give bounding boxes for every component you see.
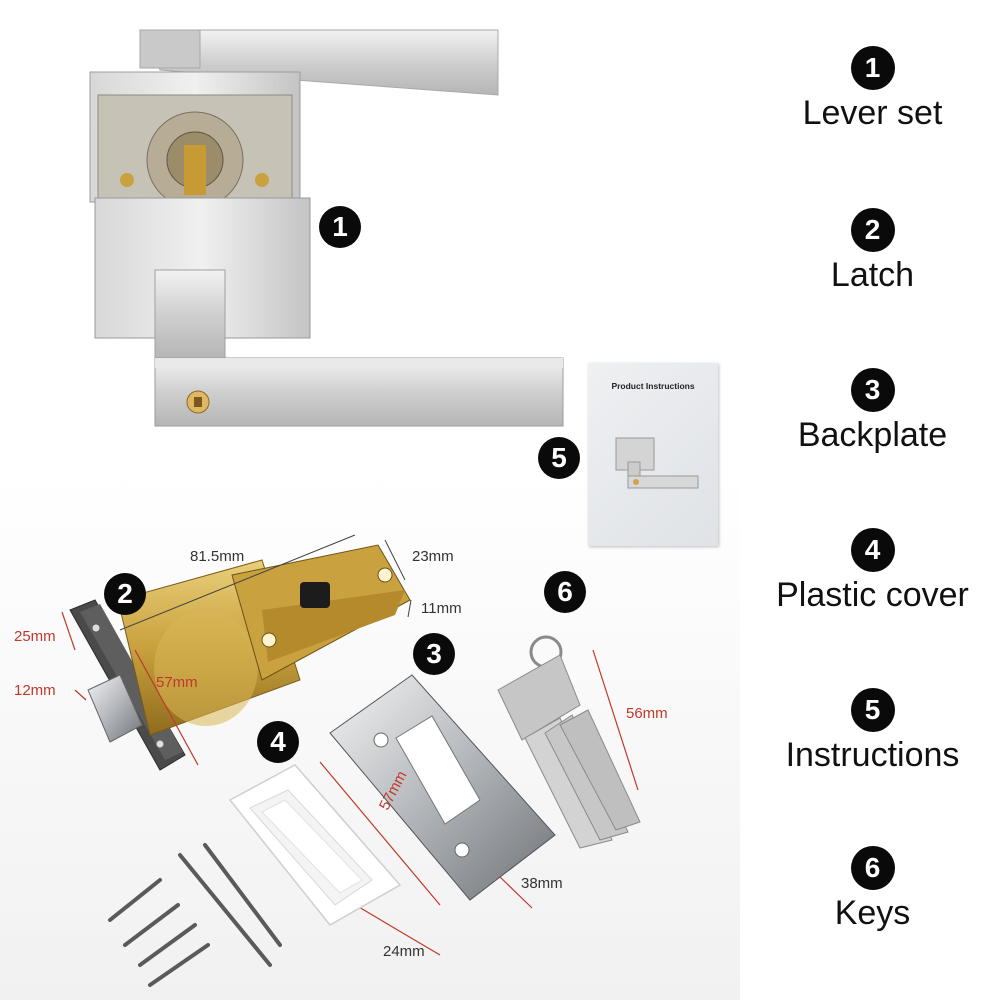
badge-keys: 6 xyxy=(544,571,586,613)
badge-lever-set: 1 xyxy=(319,206,361,248)
legend-item-lever-set: 1 Lever set xyxy=(755,46,990,133)
dim-cover-width: 24mm xyxy=(383,943,425,960)
legend-item-backplate: 3 Backplate xyxy=(755,368,990,455)
legend-label: Instructions xyxy=(785,736,960,774)
legend-item-keys: 6 Keys xyxy=(755,846,990,933)
latch xyxy=(69,544,411,771)
dim-latch-depth: 11mm xyxy=(421,600,462,617)
legend-label: Plastic cover xyxy=(776,576,969,614)
dim-bolt-height: 12mm xyxy=(14,682,56,699)
keys xyxy=(497,635,641,849)
dim-latch-length: 81.5mm xyxy=(190,548,245,565)
legend-label: Latch xyxy=(830,256,915,294)
legend-item-plastic-cover: 4 Plastic cover xyxy=(755,528,990,615)
dim-key-length: 56mm xyxy=(626,705,668,722)
legend-item-instructions: 5 Instructions xyxy=(755,688,990,775)
latch-dimension-lines xyxy=(119,534,412,631)
legend-item-latch: 2 Latch xyxy=(755,208,990,295)
badge-backplate: 3 xyxy=(413,633,455,675)
plastic-cover xyxy=(228,764,402,926)
backplate xyxy=(329,674,556,901)
dim-backplate-width: 38mm xyxy=(521,875,563,892)
legend-number: 1 xyxy=(850,46,895,90)
dim-backset: 57mm xyxy=(156,674,198,691)
legend-number: 5 xyxy=(850,688,895,732)
legend-number: 6 xyxy=(850,846,895,890)
legend-label: Lever set xyxy=(802,94,943,132)
badge-plastic-cover: 4 xyxy=(257,721,299,763)
legend-number: 3 xyxy=(850,368,895,412)
instructions-card-image xyxy=(615,437,699,489)
legend-label: Keys xyxy=(834,894,911,932)
screws xyxy=(108,843,282,987)
dim-faceplate-width: 25mm xyxy=(14,628,56,645)
lever-set xyxy=(89,29,564,427)
instructions-card: Product Instructions xyxy=(588,363,718,546)
legend-number: 2 xyxy=(850,208,895,252)
legend-number: 4 xyxy=(850,528,895,572)
instructions-card-title: Product Instructions xyxy=(611,381,695,391)
badge-latch: 2 xyxy=(104,573,146,615)
badge-instructions: 5 xyxy=(538,437,580,479)
legend-label: Backplate xyxy=(797,416,948,454)
dim-latch-height: 23mm xyxy=(412,548,454,565)
